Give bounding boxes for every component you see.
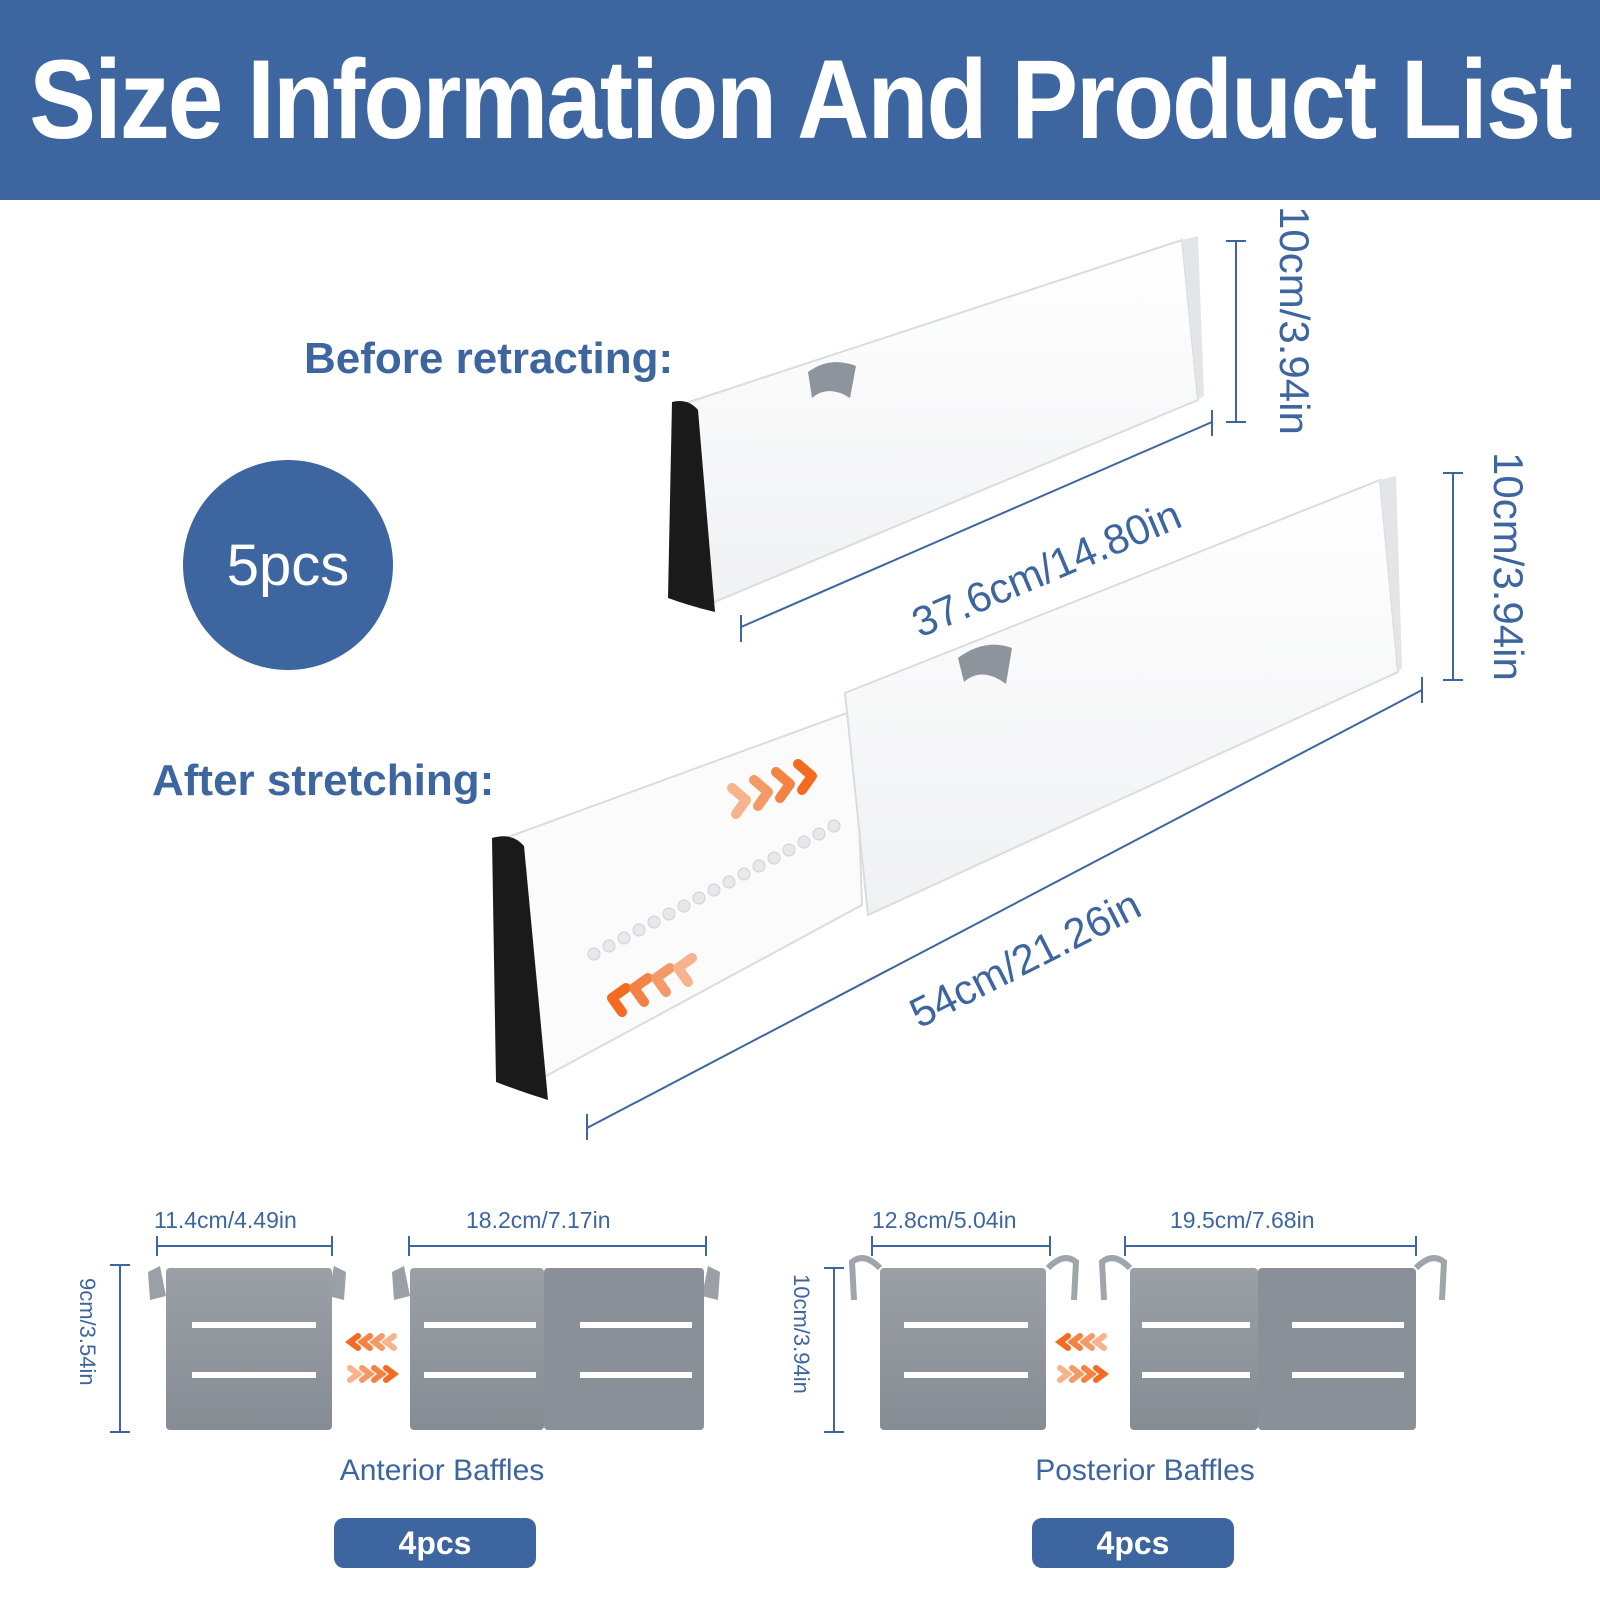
release-button-icon	[958, 644, 1012, 684]
before-retracting-label: Before retracting:	[304, 334, 674, 383]
posterior-baffle-closed	[848, 1255, 1080, 1430]
quantity-badge-divider: 5pcs	[183, 460, 393, 670]
anterior-height: 9cm/3.54in	[75, 1278, 100, 1386]
expand-arrows-icon	[727, 759, 817, 819]
before-height-label: 10cm/3.94in	[1271, 206, 1318, 435]
posterior-width-open: 19.5cm/7.68in	[1170, 1207, 1315, 1233]
anterior-width-closed: 11.4cm/4.49in	[154, 1207, 297, 1233]
dimension-lines-posterior	[824, 1236, 1417, 1433]
dimension-lines-anterior	[110, 1236, 707, 1433]
after-height-label: 10cm/3.94in	[1485, 452, 1532, 681]
header-banner: Size Information And Product List	[0, 0, 1600, 200]
anterior-baffle-open	[392, 1266, 720, 1430]
anterior-width-open: 18.2cm/7.17in	[466, 1207, 611, 1233]
posterior-arrows-icon	[1055, 1333, 1109, 1383]
foam-pad-icon	[668, 401, 715, 612]
posterior-baffle-open	[1098, 1255, 1448, 1430]
divider-retracted	[668, 236, 1204, 612]
anterior-quantity-badge: 4pcs	[334, 1518, 536, 1568]
dimension-lines-before	[740, 240, 1246, 642]
posterior-height: 10cm/3.94in	[789, 1274, 814, 1394]
posterior-width-closed: 12.8cm/5.04in	[872, 1207, 1017, 1233]
foam-pad-icon	[492, 836, 548, 1100]
anterior-caption: Anterior Baffles	[339, 1454, 545, 1487]
release-button-icon	[808, 362, 856, 398]
dimension-lines-after	[586, 472, 1463, 1140]
after-stretching-label: After stretching:	[152, 756, 495, 805]
anterior-arrows-icon	[345, 1333, 399, 1383]
posterior-caption: Posterior Baffles	[1035, 1454, 1255, 1487]
page-title: Size Information And Product List	[29, 37, 1572, 163]
retract-arrows-icon	[607, 953, 697, 1017]
divider-extended	[492, 476, 1402, 1100]
posterior-quantity-badge: 4pcs	[1032, 1518, 1234, 1568]
anterior-baffle-closed	[148, 1266, 346, 1430]
